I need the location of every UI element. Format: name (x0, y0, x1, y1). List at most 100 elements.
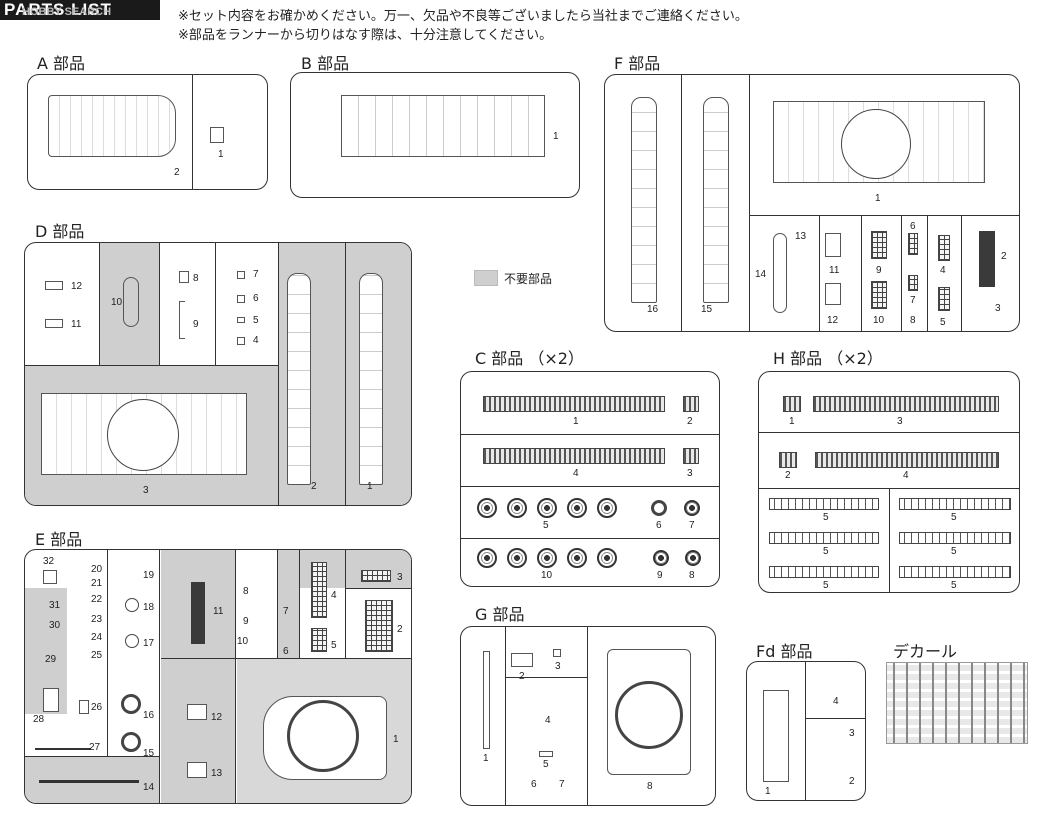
label-e14: 14 (143, 782, 155, 793)
label-fd3: 3 (849, 728, 855, 739)
part-e26 (79, 700, 89, 714)
legend-swatch-unused (474, 270, 498, 286)
label-f3: 3 (995, 303, 1001, 314)
label-c9: 9 (657, 570, 663, 581)
part-h5 (899, 566, 1011, 578)
label-f7: 7 (910, 295, 916, 306)
part-c8 (685, 550, 701, 566)
label-h5: 5 (951, 546, 957, 557)
part-f14 (773, 233, 787, 313)
part-d12 (45, 281, 63, 290)
label-c10: 10 (541, 570, 553, 581)
section-title-fd: Fd 部品 (756, 642, 813, 661)
label-e27: 27 (89, 742, 101, 753)
part-d6 (237, 295, 245, 303)
part-d10 (123, 277, 139, 327)
part-d7 (237, 271, 245, 279)
part-e14 (39, 780, 139, 783)
label-d11: 11 (71, 319, 82, 330)
part-c5-wheel (537, 498, 557, 518)
label-e26: 26 (91, 702, 103, 713)
label-e30: 30 (49, 620, 61, 631)
label-e5: 5 (331, 640, 337, 651)
label-c6: 6 (656, 520, 662, 531)
part-c6 (651, 500, 667, 516)
part-g3 (553, 649, 561, 657)
part-h5 (769, 498, 879, 510)
part-c10-wheel (537, 548, 557, 568)
part-c10-wheel (597, 548, 617, 568)
part-h1 (783, 396, 801, 412)
label-d2: 2 (311, 481, 317, 492)
label-f14: 14 (755, 269, 767, 280)
label-f2: 2 (1001, 251, 1007, 262)
label-f6: 6 (910, 221, 916, 232)
note-cut-carefully: ※部品をランナーから切りはなす際は、十分注意してください。 (178, 28, 553, 43)
part-d3-turret-ring (107, 399, 179, 471)
label-e3: 3 (397, 572, 403, 583)
section-title-a: A 部品 (37, 54, 86, 73)
part-c10-wheel (567, 548, 587, 568)
part-g8-hatch-ring (615, 681, 683, 749)
label-c8: 8 (689, 570, 695, 581)
label-e12: 12 (211, 712, 223, 723)
part-g5 (539, 751, 553, 757)
part-e4 (311, 562, 327, 618)
sprue-d: 12 11 10 8 9 7 6 5 4 3 2 1 (24, 242, 412, 506)
label-e28: 28 (33, 714, 45, 725)
label-e32: 32 (43, 556, 55, 567)
part-f4 (938, 235, 950, 261)
part-b1 (341, 95, 545, 157)
label-g2: 2 (519, 671, 525, 682)
label-d12: 12 (71, 281, 83, 292)
section-title-decal: デカール (893, 642, 958, 661)
label-c1: 1 (573, 416, 579, 427)
part-d8 (179, 271, 189, 283)
part-e3 (361, 570, 391, 582)
label-e15: 15 (143, 748, 155, 759)
label-d8: 8 (193, 273, 199, 284)
label-e2: 2 (397, 624, 403, 635)
label-d10: 10 (111, 297, 123, 308)
label-h1: 1 (789, 416, 795, 427)
label-d4: 4 (253, 335, 259, 346)
part-c5-wheel (567, 498, 587, 518)
part-c10-wheel (477, 548, 497, 568)
part-f16 (631, 97, 657, 303)
part-f1-turret-ring (841, 109, 911, 179)
part-e15 (121, 732, 141, 752)
label-d3: 3 (143, 485, 149, 496)
part-c3 (683, 448, 699, 464)
label-e1: 1 (393, 734, 399, 745)
part-h5 (769, 566, 879, 578)
part-d1 (359, 273, 383, 485)
label-d9: 9 (193, 319, 199, 330)
label-c4: 4 (573, 468, 579, 479)
part-e18 (125, 598, 139, 612)
label-e16: 16 (143, 710, 155, 721)
sprue-e: 32 31 30 29 28 20 21 22 23 24 25 26 27 1… (24, 549, 412, 804)
part-e13 (187, 762, 207, 778)
label-f9: 9 (876, 265, 882, 276)
sprue-c: 1 2 4 3 5 6 7 10 9 8 (460, 371, 720, 587)
part-e28 (43, 688, 59, 712)
part-f12 (825, 283, 841, 305)
label-f13: 13 (795, 231, 807, 242)
label-f15: 15 (701, 304, 713, 315)
label-e31: 31 (49, 600, 61, 611)
label-e18: 18 (143, 602, 155, 613)
part-f15 (703, 97, 729, 303)
label-g8: 8 (647, 781, 653, 792)
part-a1 (210, 127, 224, 143)
label-f16: 16 (647, 304, 659, 315)
label-a2: 2 (174, 167, 180, 178)
part-c1 (483, 396, 665, 412)
label-f4: 4 (940, 265, 946, 276)
sprue-fd: 1 4 3 2 (746, 661, 866, 801)
watermark-text: HOBBY SEARCH (22, 6, 112, 18)
label-g3: 3 (555, 661, 561, 672)
label-g6: 6 (531, 779, 537, 790)
part-e16 (121, 694, 141, 714)
logo-text: PARTS LIST (4, 0, 112, 19)
label-e29: 29 (45, 654, 57, 665)
